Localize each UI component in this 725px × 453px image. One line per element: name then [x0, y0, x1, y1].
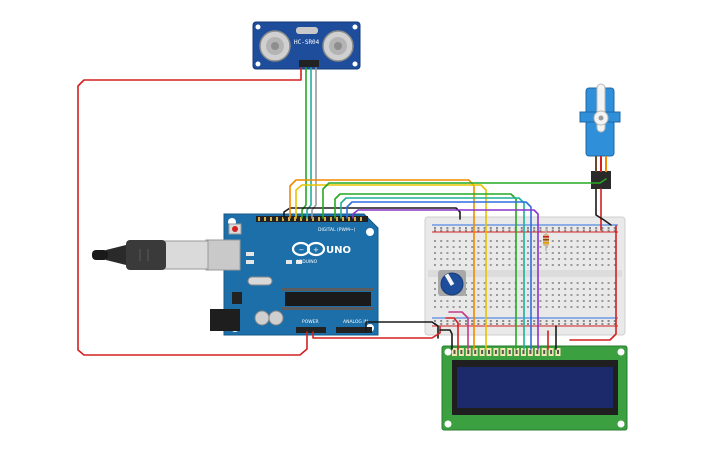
wire-green-servo: [322, 178, 607, 219]
potentiometer-knob-icon: [438, 270, 466, 296]
wire-red-5v: [77, 67, 308, 356]
wire-pink-lcd: [448, 311, 469, 350]
arduino-uno-board: − + UNO ARDUINO DIGITAL (PWM~) POWER ANA…: [205, 213, 379, 336]
wire-red-lcd-vcc: [445, 317, 459, 350]
usb-port: [205, 239, 241, 271]
servo-horn-icon: [593, 83, 609, 133]
wire-green-lcd: [334, 193, 517, 350]
wire-purple-lcd: [352, 209, 539, 350]
wire-black-analog: [365, 321, 439, 339]
svg-text:+: +: [313, 246, 319, 254]
wire-gray-gnd: [311, 67, 317, 219]
wire-green-trig: [301, 67, 307, 219]
resistor: [543, 228, 549, 251]
servo-motor: [579, 83, 621, 189]
usb-cable-icon: [92, 240, 209, 270]
arduino-brand-label: ARDUINO: [296, 259, 318, 265]
wire-yellow: [295, 184, 487, 350]
wire-black-servo: [595, 188, 612, 226]
digital-header-label: DIGITAL (PWM~): [318, 227, 356, 233]
wire-red-rail-right: [569, 225, 617, 341]
wires: [77, 67, 617, 356]
wire-red-power: [312, 326, 441, 339]
wire-black-lcd-gnd: [439, 329, 453, 350]
hc-sr04-sensor: HC-SR04: [252, 21, 361, 70]
breadboard-holes: [434, 227, 616, 325]
power-jack: [210, 309, 240, 331]
breadboard: [424, 216, 626, 336]
microcontroller-chip: [285, 292, 371, 306]
wire-teal-echo: [306, 67, 312, 219]
analog-header-label: ANALOG IN: [343, 319, 368, 325]
lcd-screen: [457, 367, 613, 408]
power-header-label: POWER: [302, 319, 319, 325]
wire-black-gnd: [283, 207, 461, 220]
arduino-infinity-logo-icon: − +: [291, 241, 326, 257]
wire-teal-lcd: [340, 197, 525, 350]
lcd-display: [441, 345, 628, 431]
lcd-header-pins: [452, 348, 561, 356]
sensor-model-label: HC-SR04: [294, 39, 320, 46]
digital-header-pins: [258, 217, 362, 221]
arduino-model-label: UNO: [326, 245, 351, 256]
wire-orange: [289, 179, 475, 350]
wire-blue-lcd: [346, 201, 532, 350]
svg-text:−: −: [299, 246, 305, 254]
